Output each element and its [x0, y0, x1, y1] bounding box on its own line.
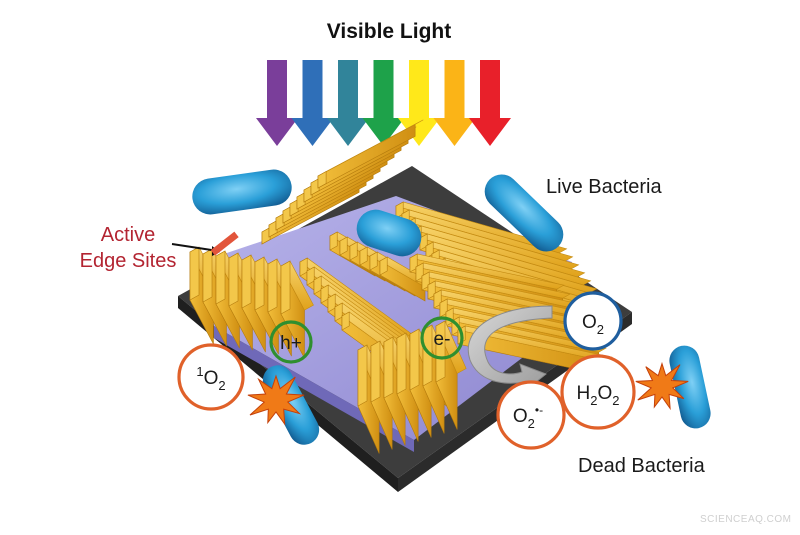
active-edge-sites-label: Active Edge Sites [58, 222, 198, 274]
nanosheet-fins [189, 119, 622, 454]
live-bacterium-3 [356, 209, 422, 257]
light-arrow [291, 60, 334, 146]
singlet-oxygen-circle [177, 343, 245, 411]
active-edge-sites-marker [171, 231, 239, 256]
superoxide-label: O2•- [513, 403, 543, 431]
dead-bacterium-right [669, 345, 711, 429]
live-bacterium-2 [484, 174, 564, 252]
light-arrow [398, 60, 440, 146]
visible-light-arrows [256, 60, 511, 146]
light-arrow [256, 60, 298, 146]
electron-label: e- [434, 329, 451, 350]
electron-circle [420, 316, 464, 360]
singlet-oxygen-label: 1O2 [196, 364, 225, 393]
live-bacteria-label: Live Bacteria [546, 176, 662, 198]
light-arrow [327, 60, 369, 146]
kill-burst-right [635, 361, 689, 411]
active-edge-line1: Active [100, 224, 156, 246]
hole-label: h+ [280, 333, 302, 354]
visible-light-title: Visible Light [326, 20, 452, 43]
kill-burst-left [247, 374, 305, 426]
light-arrow [433, 60, 476, 146]
oxygen-circle [563, 291, 623, 351]
live-bacterium-1 [192, 169, 292, 215]
light-arrow [469, 60, 511, 146]
oxygen-label: O2 [582, 312, 604, 337]
active-edge-line2: Edge Sites [79, 250, 177, 272]
dead-bacteria-label: Dead Bacteria [578, 455, 705, 477]
hydrogen-peroxide-label: H2O2 [577, 383, 620, 408]
nanosheet-fin [317, 119, 424, 189]
watermark: SCIENCEAQ.COM [700, 514, 792, 525]
superoxide-circle [496, 380, 566, 450]
hole-circle [269, 320, 313, 364]
nanosheet-fin [280, 260, 314, 359]
light-arrow [362, 60, 405, 146]
hydrogen-peroxide-circle [560, 354, 636, 430]
